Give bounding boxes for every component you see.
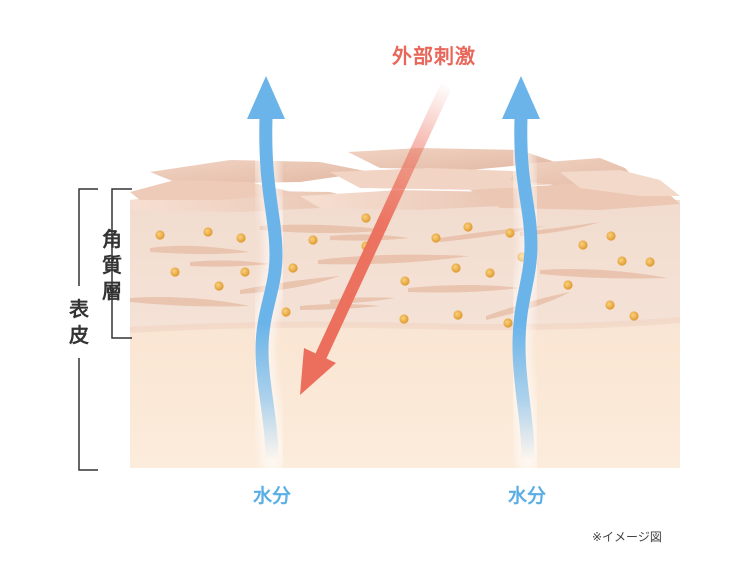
layer-boundary [129,317,681,333]
epidermis-bracket [78,188,98,471]
water-label-left: 水分 [253,485,292,507]
external-stimulus-label: 外部刺激 [392,44,476,68]
epidermis-label: 表皮 [69,297,89,347]
stratum-corneum-bracket [111,188,132,339]
water-label-right: 水分 [508,485,547,507]
water-arrow-right-icon [502,76,544,472]
image-note: ※イメージ図 [592,530,662,544]
water-arrow-left-icon [247,76,289,472]
stimulus-arrow-icon [300,81,453,395]
stratum-corneum-label: 角質層 [102,227,122,303]
stratum-corneum-band [130,205,680,330]
